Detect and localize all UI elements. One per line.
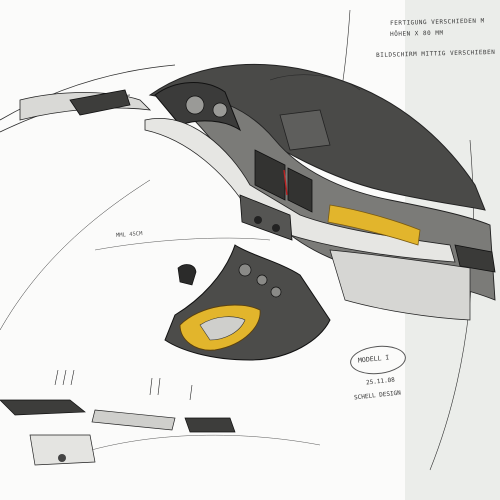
knob-icon [58,454,66,462]
hazard-icon [283,169,288,196]
right-vent [454,244,496,273]
center-vent-left [254,149,286,201]
gauge-icon [212,102,228,118]
knob-icon [270,286,282,298]
strip-detail [91,409,176,431]
accent-strip [327,204,421,246]
lower-dash-trim [329,249,471,321]
knob-icon [256,274,268,286]
knob-icon [272,224,280,232]
gauge-icon [185,95,205,115]
detail-sketches [0,369,236,466]
vent-detail [184,417,236,433]
annotation-line-2: HÖHEN X 80 MM [390,29,444,38]
knob-icon [238,263,252,277]
control-detail [29,434,96,466]
trim-band [144,118,456,263]
side-vent [69,89,131,116]
vent-detail [0,399,86,416]
gear-lever [177,264,197,286]
display-recess [279,109,331,151]
center-vent-right [287,167,313,213]
knob-icon [254,216,262,224]
